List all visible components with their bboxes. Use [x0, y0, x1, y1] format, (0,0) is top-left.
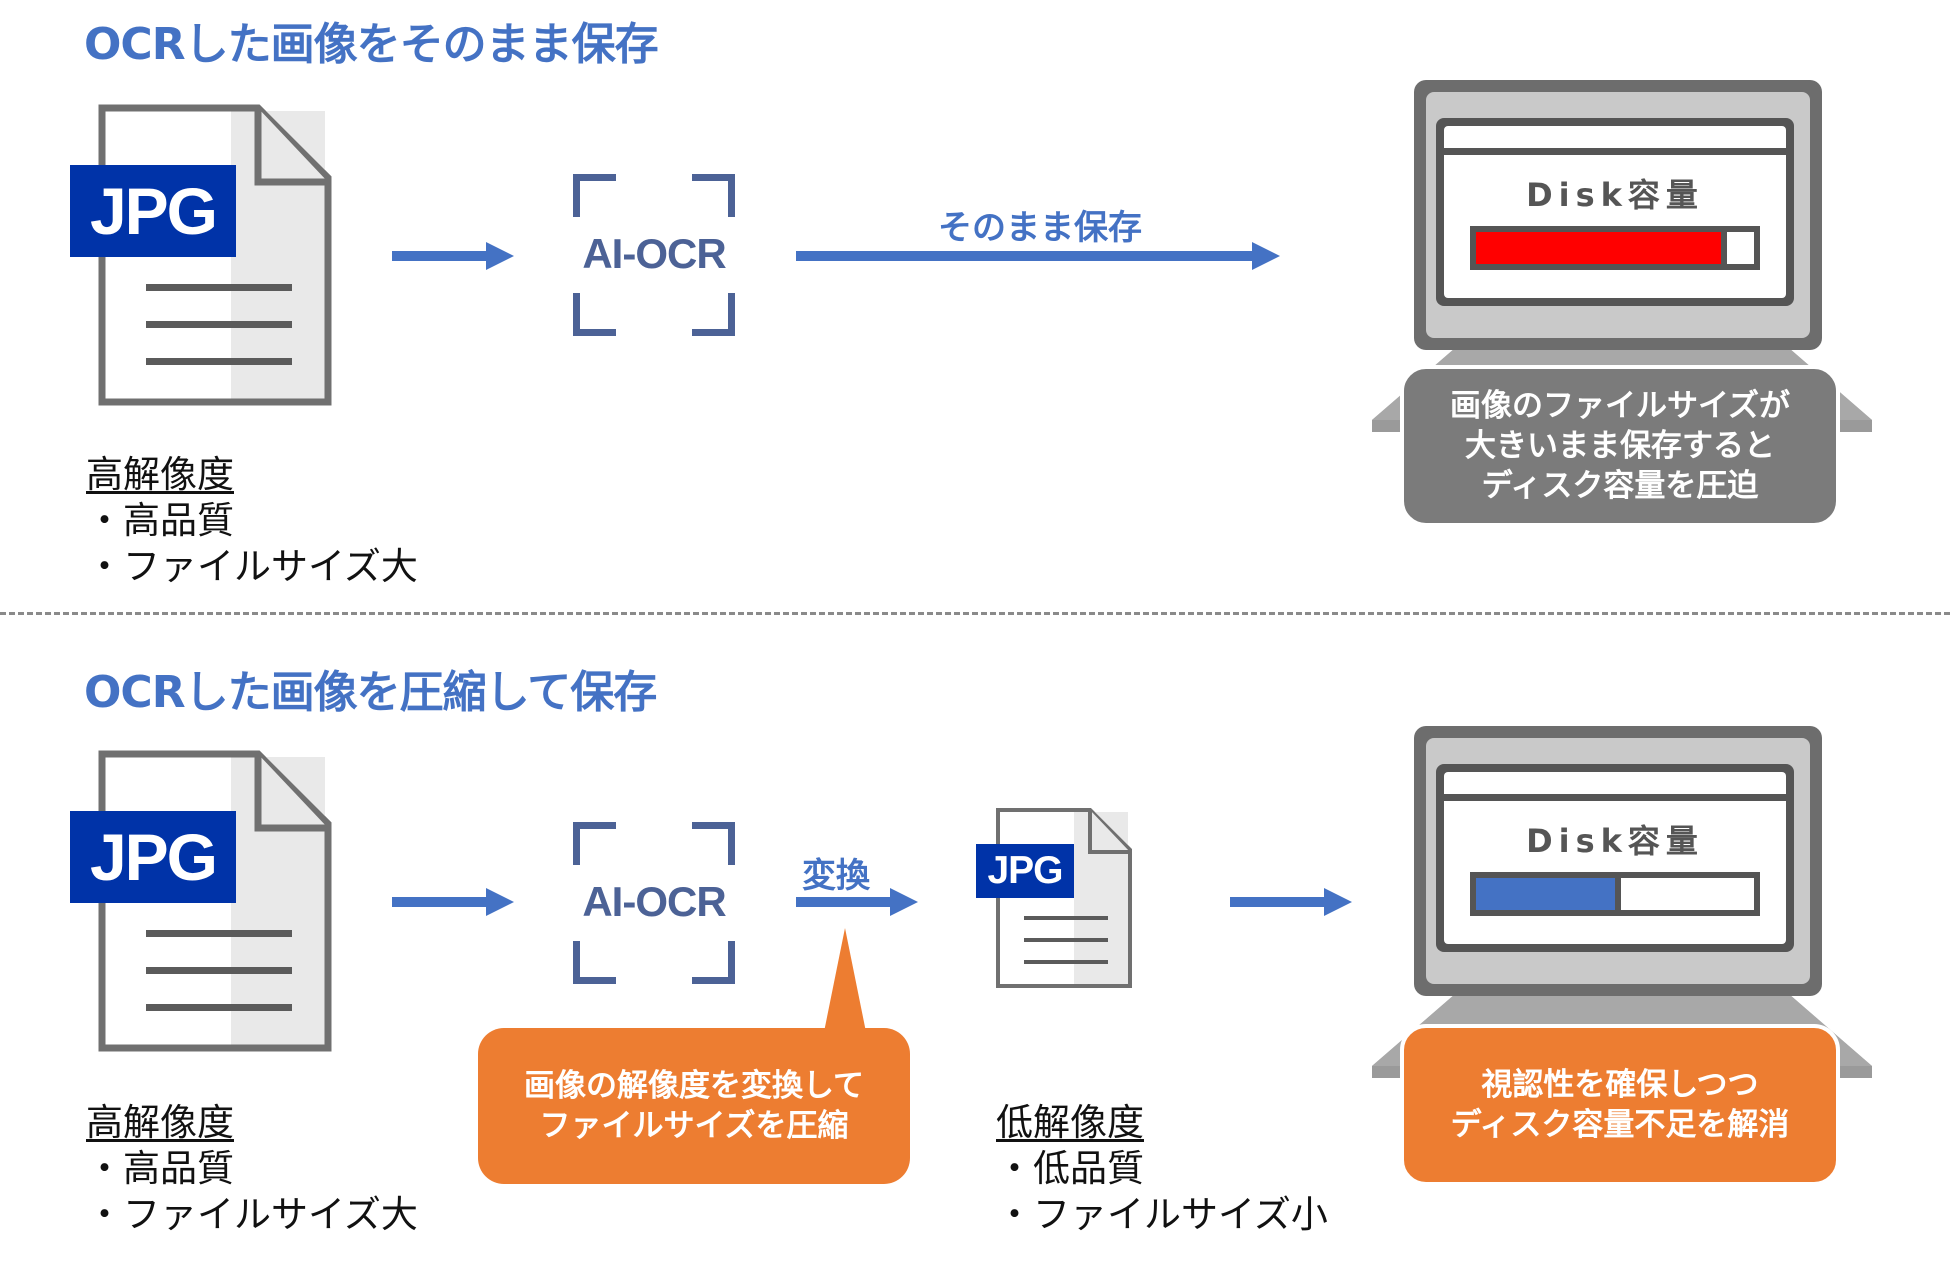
disk-usage-bar — [1470, 226, 1760, 270]
source-doc-description: 高解像度 ・高品質 ・ファイルサイズ大 — [86, 1100, 418, 1238]
save-arrow-label: そのまま保存 — [938, 208, 1142, 248]
jpg-document-icon — [70, 750, 332, 1052]
output-doc-description: 低解像度 ・低品質 ・ファイルサイズ小 — [996, 1100, 1328, 1238]
section-2-heading: OCRした画像を圧縮して保存 — [84, 667, 657, 718]
callout-line: 大きいまま保存すると — [1465, 428, 1775, 464]
output-doc-bullet: ・ファイルサイズ小 — [996, 1193, 1328, 1236]
section-divider — [0, 612, 1950, 615]
disk-usage-fill — [1476, 878, 1621, 910]
callout-convert: 画像の解像度を変換して ファイルサイズを圧縮 — [478, 1028, 910, 1184]
callout-disk-resolved: 視認性を確保しつつ ディスク容量不足を解消 — [1400, 1024, 1840, 1186]
convert-arrow-label: 変換 — [802, 856, 870, 896]
bracket-corner — [573, 822, 616, 865]
ai-ocr-block: AI-OCR — [573, 822, 735, 984]
bracket-corner — [573, 941, 616, 984]
callout-line: ファイルサイズを圧縮 — [539, 1108, 849, 1144]
output-doc-bullet: ・低品質 — [996, 1147, 1144, 1190]
callout-line: 画像のファイルサイズが — [1449, 388, 1791, 424]
callout-disk-pressure: 画像のファイルサイズが 大きいまま保存すると ディスク容量を圧迫 — [1400, 365, 1840, 527]
callout-line: 視認性を確保しつつ — [1481, 1067, 1759, 1103]
jpg-badge-small: JPG — [987, 849, 1063, 892]
callout-line: ディスク容量を圧迫 — [1481, 468, 1759, 504]
source-doc-bullet: ・ファイルサイズ大 — [86, 545, 418, 588]
bracket-corner — [573, 174, 616, 217]
source-doc-title: 高解像度 — [86, 1101, 234, 1144]
bracket-corner — [692, 174, 735, 217]
bracket-corner — [573, 293, 616, 336]
source-doc-bullet: ・ファイルサイズ大 — [86, 1193, 418, 1236]
ai-ocr-block: AI-OCR — [573, 174, 735, 336]
jpg-document-small-icon — [976, 808, 1132, 988]
bracket-corner — [692, 293, 735, 336]
ai-ocr-label: AI-OCR — [582, 878, 726, 925]
disk-usage-fill — [1476, 232, 1727, 264]
source-doc-description: 高解像度 ・高品質 ・ファイルサイズ大 — [86, 452, 418, 590]
jpg-document-icon — [70, 104, 332, 406]
output-doc-title: 低解像度 — [996, 1101, 1144, 1144]
disk-usage-bar — [1470, 872, 1760, 916]
disk-label: Disk容量 — [1526, 176, 1704, 214]
section-1-heading: OCRした画像をそのまま保存 — [84, 19, 659, 70]
disk-label: Disk容量 — [1526, 822, 1704, 860]
callout-line: ディスク容量不足を解消 — [1450, 1107, 1790, 1143]
source-doc-title: 高解像度 — [86, 453, 234, 496]
bracket-corner — [692, 822, 735, 865]
callout-line: 画像の解像度を変換して — [523, 1068, 865, 1104]
source-doc-bullet: ・高品質 — [86, 1147, 234, 1190]
bracket-corner — [692, 941, 735, 984]
source-doc-bullet: ・高品質 — [86, 499, 234, 542]
ai-ocr-label: AI-OCR — [582, 230, 726, 277]
disk-panel: Disk容量 — [1444, 806, 1786, 946]
disk-panel: Disk容量 — [1444, 160, 1786, 300]
jpg-badge: JPG — [89, 174, 218, 248]
callout-pointer — [824, 928, 866, 1032]
jpg-badge: JPG — [89, 820, 218, 894]
